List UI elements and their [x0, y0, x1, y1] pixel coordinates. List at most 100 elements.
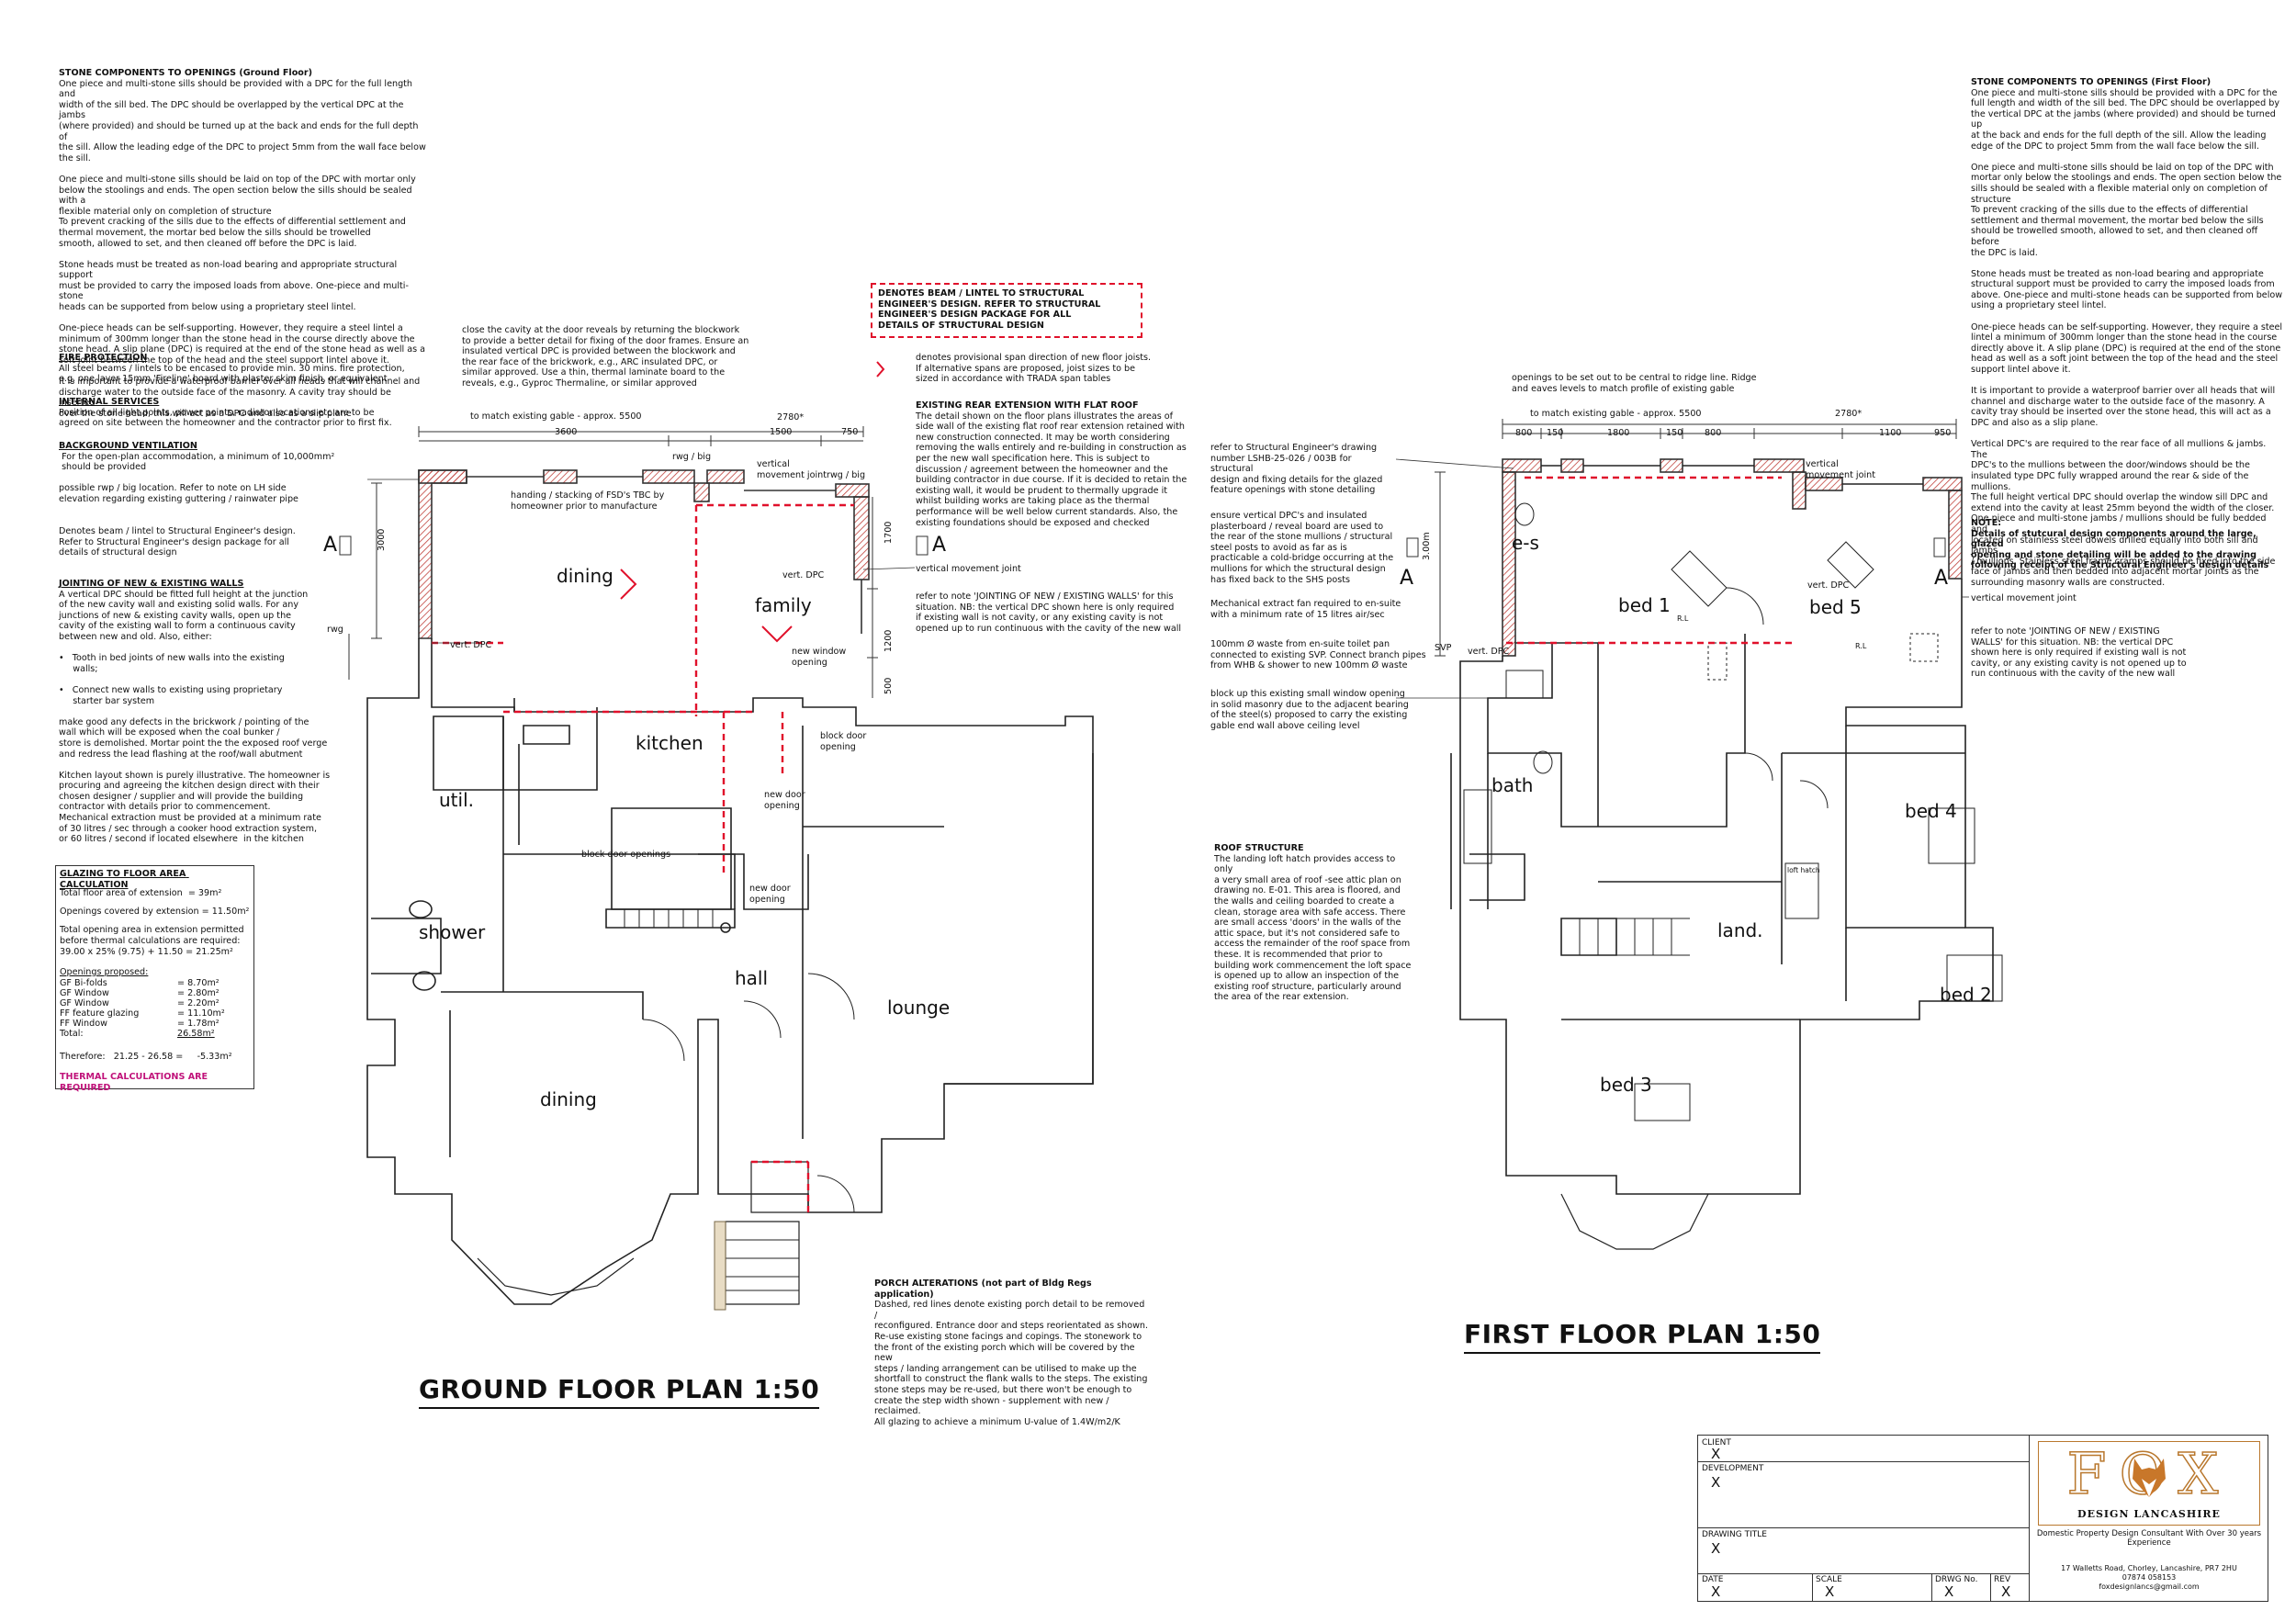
note-porch-body: Dashed, red lines denote existing porch …	[874, 1300, 1149, 1427]
section-marker-a-3: A	[1400, 567, 1414, 590]
label-dim-750: 750	[841, 427, 859, 437]
glazing-warning: THERMAL CALCULATIONS ARE REQUIRED	[60, 1072, 211, 1093]
tb-rev-label: REV	[1994, 1575, 2011, 1584]
room-ff-bed-4: bed 4	[1905, 800, 1957, 822]
tb-address: 17 Walletts Road, Chorley, Lancashire, P…	[2061, 1564, 2237, 1572]
note-stone-ff-heading: STONE COMPONENTS TO OPENINGS (First Floo…	[1971, 77, 2212, 87]
label-loft-hatch: loft hatch	[1787, 866, 1820, 874]
tb-scale-label: SCALE	[1816, 1575, 1842, 1584]
note-jointing-heading: JOINTING OF NEW & EXISTING WALLS	[59, 579, 244, 589]
note-joint-ref-gf: refer to note 'JOINTING OF NEW / EXISTIN…	[916, 591, 1182, 634]
note-vent-body: For the open-plan accommodation, a minim…	[59, 451, 335, 504]
label-block-door: block door opening	[820, 731, 867, 752]
note-roof-heading: ROOF STRUCTURE	[1214, 843, 1304, 853]
note-vent: BACKGROUND VENTILATION For the open-plan…	[59, 441, 426, 505]
note-jointing-body: A vertical DPC should be fitted full hei…	[59, 589, 331, 845]
room-gf-hall: hall	[735, 967, 769, 989]
label-new-door-1: new door opening	[764, 790, 805, 811]
label-vert-dpc-a: vert. DPC	[450, 640, 492, 650]
note-vent-heading: BACKGROUND VENTILATION	[59, 441, 197, 451]
section-marker-a-2: A	[932, 534, 947, 557]
tb-client-value: X	[1711, 1446, 1721, 1462]
note-stone-gf: STONE COMPONENTS TO OPENINGS (Ground Flo…	[59, 68, 426, 420]
room-gf-dining: dining	[540, 1088, 597, 1110]
ff-dim-label: 150	[1547, 428, 1564, 438]
note-cavity-close: close the cavity at the door reveals by …	[462, 325, 749, 389]
first-floor-plan	[1450, 458, 2003, 1250]
label-dim-3000: 3000	[377, 528, 387, 551]
note-porch-heading: PORCH ALTERATIONS (not part of Bldg Regs…	[874, 1278, 1095, 1300]
glazing-row: FF feature glazing = 11.10m²	[60, 1008, 243, 1019]
glazing-row: FF Window= 1.78m²	[60, 1019, 243, 1029]
note-extract: Mechanical extract fan required to en-su…	[1210, 599, 1401, 620]
note-jointing: JOINTING OF NEW & EXISTING WALLS A verti…	[59, 579, 353, 845]
note-se-ref: refer to Structural Engineer's drawing n…	[1210, 443, 1383, 496]
note-stone-gf-body: One piece and multi-stone sills should b…	[59, 78, 426, 419]
note-stone-gf-heading: STONE COMPONENTS TO OPENINGS (Ground Flo…	[59, 68, 312, 78]
tb-drawing-title-value: X	[1711, 1540, 1721, 1557]
tb-drawing-title-label: DRAWING TITLE	[1702, 1530, 1767, 1539]
glazing-therefore: Therefore: 21.25 - 26.58 = -5.33m²	[60, 1052, 232, 1062]
note-note-body: Details of stutcural design components a…	[1971, 528, 2269, 571]
note-stone-ff-body: One piece and multi-stone sills should b…	[1971, 87, 2283, 588]
tb-development-label: DEVELOPMENT	[1702, 1464, 1764, 1473]
glazing-row-label: Total:	[60, 1029, 84, 1039]
label-dim-3600: 3600	[555, 427, 578, 437]
room-ff-bed-1: bed 1	[1618, 594, 1671, 616]
note-services: INTERNAL SERVICES Position of all light …	[59, 397, 426, 429]
glazing-row-label: FF feature glazing	[60, 1008, 140, 1019]
label-vert-dpc-b: vert. DPC	[782, 570, 825, 580]
label-to-match-gf: to match existing gable - approx. 5500	[470, 411, 642, 422]
glazing-row-value: 26.58m²	[177, 1029, 215, 1039]
note-note-heading: NOTE:	[1971, 518, 2002, 528]
note-beam-legend: Denotes beam / lintel to Structural Engi…	[59, 526, 296, 558]
label-dim-2780-ff: 2780*	[1835, 409, 1863, 419]
ff-dim-label: 800	[1515, 428, 1533, 438]
label-handing: handing / stacking of FSD's TBC by homeo…	[511, 490, 665, 512]
note-fire: FIRE PROTECTION All steel beams / lintel…	[59, 353, 426, 385]
note-vmj-ff: vertical movement joint	[1971, 593, 2077, 603]
glazing-calc-title: GLAZING TO FLOOR AREA CALCULATION	[60, 869, 189, 890]
room-ff-bed-2: bed 2	[1940, 984, 1992, 1006]
glazing-row-value: = 1.78m²	[177, 1019, 219, 1029]
label-to-match-ff: to match existing gable - approx. 5500	[1530, 409, 1702, 419]
label-block-door-openings: block door openings	[581, 850, 671, 860]
note-note: NOTE: Details of stutcural design compon…	[1971, 518, 2283, 571]
ff-dim-label: 800	[1705, 428, 1722, 438]
ff-dim-label: 950	[1934, 428, 1952, 438]
section-marker-a-1: A	[323, 534, 338, 557]
room-gf-util: util.	[439, 789, 474, 811]
room-gf-shower: shower	[419, 921, 486, 943]
label-vert-dpc-ff-2: vert. DPC	[1807, 580, 1850, 591]
tb-date-value: X	[1711, 1583, 1721, 1600]
glazing-row-label: GF Window	[60, 998, 109, 1008]
tb-tagline: Domestic Property Design Consultant With…	[2036, 1529, 2262, 1548]
glazing-row: Total: 26.58m²	[60, 1029, 243, 1039]
glazing-line-4: 39.00 x 25% (9.75) + 11.50 = 21.25m²	[60, 947, 233, 957]
note-ridge: openings to be set out to be central to …	[1512, 373, 1757, 394]
room-gf-family: family	[755, 594, 812, 616]
room-ff-bed-3: bed 3	[1600, 1074, 1652, 1096]
glazing-line-1: Total floor area of extension = 39m²	[60, 888, 222, 898]
label-vmj-ff-a: vertical movement joint	[1806, 459, 1875, 480]
note-fire-heading: FIRE PROTECTION	[59, 353, 148, 363]
note-services-heading: INTERNAL SERVICES	[59, 397, 160, 407]
room-gf-dining-new: dining	[557, 565, 613, 587]
glazing-row-value: = 11.10m²	[177, 1008, 225, 1019]
label-vert-dpc-ff: vert. DPC	[1468, 647, 1510, 657]
fox-head-icon	[2133, 1459, 2166, 1497]
note-extension-body: The detail shown on the floor plans illu…	[916, 411, 1187, 528]
glazing-row-value: = 2.20m²	[177, 998, 219, 1008]
note-services-body: Position of all light points, power poin…	[59, 407, 392, 429]
tb-email: foxdesignlancs@gmail.com	[2099, 1583, 2200, 1591]
label-dim-1500: 1500	[770, 427, 793, 437]
room-ff-landing: land.	[1717, 919, 1763, 941]
label-rl-1: R.L	[1677, 614, 1689, 623]
tb-drwg-value: X	[1944, 1583, 1954, 1600]
glazing-row-value: = 2.80m²	[177, 988, 219, 998]
note-fire-body: All steel beams / lintels to be encased …	[59, 363, 405, 385]
glazing-line-5: Openings proposed:	[60, 967, 149, 977]
note-window: block up this existing small window open…	[1210, 689, 1409, 731]
note-vmj-gf: vertical movement joint	[916, 564, 1021, 574]
